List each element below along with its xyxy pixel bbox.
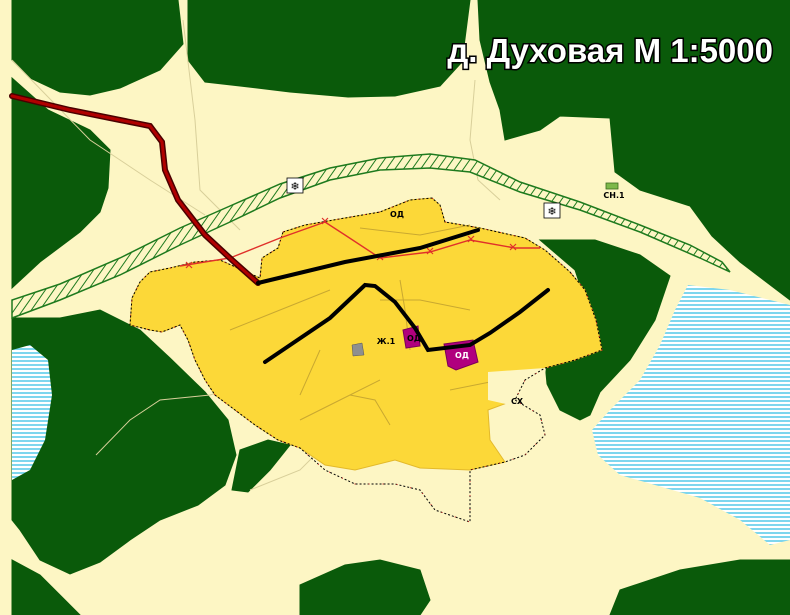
hatched-corridor xyxy=(11,153,731,320)
public-zone-small-2[interactable] xyxy=(351,342,365,357)
facility-2[interactable]: ❄ xyxy=(543,202,561,219)
forest-area xyxy=(11,309,237,575)
snowflake-icon: ❄ xyxy=(290,180,299,193)
label-sx: СХ xyxy=(511,397,524,406)
special-zone-sn1[interactable] xyxy=(605,182,619,190)
local-road[interactable] xyxy=(256,228,480,285)
forest-area xyxy=(299,559,431,615)
lake xyxy=(12,345,52,480)
sx-plot xyxy=(488,368,548,405)
settlement-border xyxy=(129,197,603,523)
facility-1[interactable]: ❄ xyxy=(286,177,304,194)
label-od-small: ОД xyxy=(407,334,421,343)
forest-area xyxy=(11,76,111,290)
forest-area xyxy=(231,439,291,493)
main-road-core xyxy=(10,94,260,285)
forest-area xyxy=(609,559,790,615)
label-zh1: Ж.1 xyxy=(377,337,396,346)
label-od-north: ОД xyxy=(390,210,404,219)
label-od-large: ОД xyxy=(455,351,469,360)
label-sn1: СН.1 xyxy=(603,191,625,200)
local-road[interactable] xyxy=(263,282,550,364)
snowflake-icon: ❄ xyxy=(547,205,556,218)
forest-area xyxy=(477,0,790,301)
forest-area xyxy=(187,0,471,98)
lake xyxy=(592,285,790,545)
power-line[interactable] xyxy=(179,221,540,267)
map-title: д. Духовая М 1:5000 xyxy=(447,32,773,69)
forest-area xyxy=(11,559,81,615)
